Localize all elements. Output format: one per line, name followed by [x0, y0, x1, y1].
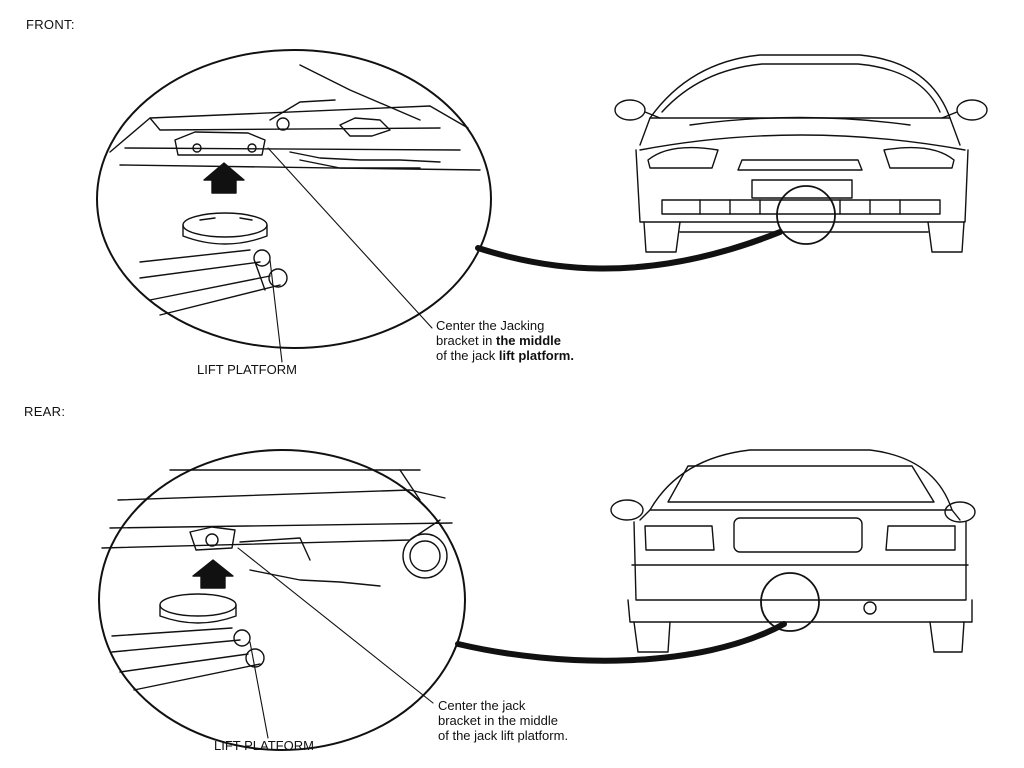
rear-callout-line-1: Center the jack	[438, 698, 526, 713]
front-detail-magnifier	[96, 49, 492, 349]
front-callout-line-1: Center the Jacking	[436, 318, 545, 333]
front-callout-line-2: bracket in the middle	[436, 333, 561, 348]
front-car	[614, 54, 988, 253]
rear-callout-line-3: of the jack lift platform.	[438, 728, 569, 743]
front-section-label: FRONT:	[26, 17, 75, 32]
rear-detail-magnifier	[98, 449, 466, 751]
rear-callout-line-2: bracket in the middle	[438, 713, 558, 728]
rear-callout: Center the jack bracket in the middle of…	[438, 698, 568, 743]
rear-lift-platform-label: LIFT PLATFORM	[214, 738, 314, 753]
rear-section-label: REAR:	[24, 404, 66, 419]
front-callout: Center the Jacking bracket in the middle…	[436, 318, 574, 363]
rear-connector	[455, 621, 787, 664]
front-callout-line-3: of the jack lift platform.	[436, 348, 574, 363]
rear-car	[610, 449, 976, 653]
front-lift-platform-label: LIFT PLATFORM	[197, 362, 297, 377]
front-connector	[475, 229, 783, 272]
